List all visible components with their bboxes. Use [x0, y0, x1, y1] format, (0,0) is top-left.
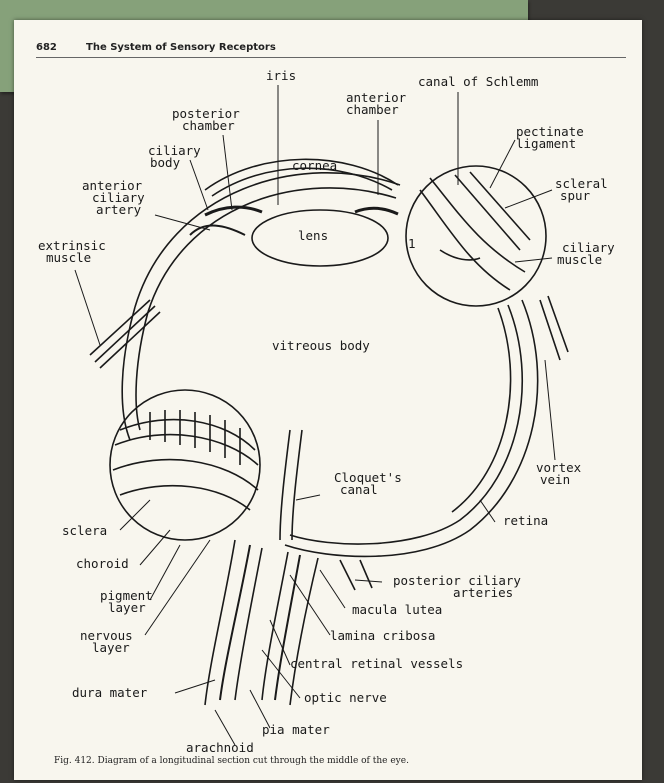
label-arachnoid: arachnoid	[186, 740, 254, 755]
label-iris: iris	[266, 68, 296, 83]
label-posterior-chamber-2: chamber	[182, 118, 235, 133]
label-cloquets-canal-2: canal	[340, 482, 378, 497]
label-ciliary-muscle-2: muscle	[557, 252, 602, 267]
label-pia-mater: pia mater	[262, 722, 330, 737]
cloquets-canal-line	[280, 430, 290, 540]
label-optic-nerve: optic nerve	[304, 690, 387, 705]
sclera-outline-inner	[148, 188, 396, 312]
label-lens: lens	[298, 228, 328, 243]
label-central-retinal-vessels: central retinal vessels	[290, 656, 463, 671]
label-vitreous-body: vitreous body	[272, 338, 370, 353]
label-nervous-layer-2: layer	[92, 640, 130, 655]
label-anterior-ciliary-artery-3: artery	[96, 202, 142, 217]
label-sclera: sclera	[62, 523, 107, 538]
rod-cone-layer	[150, 410, 240, 465]
label-lamina-cribosa: lamina cribosa	[330, 628, 435, 643]
inset-circle-anterior	[406, 166, 546, 306]
label-pectinate-ligament-2: ligament	[516, 136, 576, 151]
inset-numeral: 1	[408, 236, 416, 251]
label-anterior-chamber-2: chamber	[346, 102, 399, 117]
label-canal-of-schlemm: canal of Schlemm	[418, 74, 538, 89]
label-pigment-layer-2: layer	[108, 600, 146, 615]
sclera-outline	[135, 173, 400, 307]
label-cornea: cornea	[292, 158, 337, 173]
label-dura-mater: dura mater	[72, 685, 148, 700]
label-macula-lutea: macula lutea	[352, 602, 442, 617]
label-extrinsic-muscle-2: muscle	[46, 250, 91, 265]
label-ciliary-body-2: body	[150, 155, 181, 170]
label-choroid: choroid	[76, 556, 129, 571]
label-retina: retina	[503, 513, 548, 528]
label-scleral-spur-2: spur	[560, 188, 591, 203]
globe-posterior-retina	[452, 308, 511, 512]
label-posterior-ciliary-arteries-2: arteries	[453, 585, 513, 600]
label-vortex-vein-2: vein	[540, 472, 570, 487]
optic-nerve-outline	[220, 545, 250, 700]
